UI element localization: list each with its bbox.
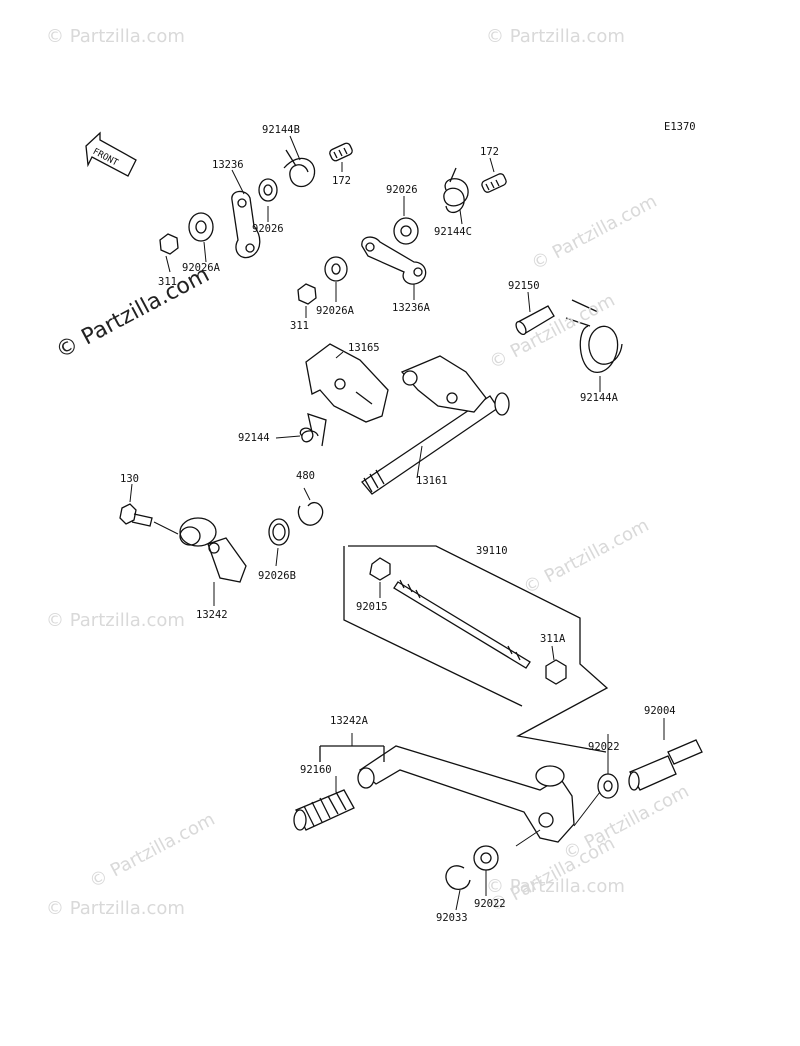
part-label: 130	[120, 473, 139, 485]
rubber-92160	[293, 789, 355, 831]
part-label: 480	[296, 470, 315, 482]
part-label: 13242A	[330, 715, 368, 727]
part-label: 92004	[644, 705, 676, 717]
part-label: 92026A	[316, 305, 354, 317]
spring-92144b	[283, 149, 316, 188]
part-label: 92026	[386, 184, 418, 196]
part-label: 13242	[196, 609, 228, 621]
part-label: 311A	[540, 633, 566, 645]
part-label: 13161	[416, 475, 448, 487]
spring-92144c	[443, 167, 469, 214]
watermark-text: © Partzilla.com	[486, 876, 625, 897]
shaft-13161	[361, 355, 510, 495]
front-arrow-icon	[85, 131, 137, 177]
washer-92022-b	[473, 845, 499, 871]
part-label: 92026B	[258, 570, 296, 582]
part-label: 92144A	[580, 392, 618, 404]
part-label: 92022	[588, 741, 620, 753]
washer-92022-a	[597, 773, 619, 799]
watermark-text: © Partzilla.com	[46, 898, 185, 919]
part-label: 311	[158, 276, 177, 288]
part-label: 13236	[212, 159, 244, 171]
part-label: 92026A	[182, 262, 220, 274]
lever-13236	[231, 190, 261, 259]
part-label: 92150	[508, 280, 540, 292]
bolt-130	[119, 503, 153, 527]
leader-lines	[129, 135, 665, 911]
pin-172-b	[481, 173, 507, 193]
part-label: 39110	[476, 545, 508, 557]
pedal-13242a	[319, 745, 575, 843]
arm-13242	[179, 517, 247, 583]
part-label: 92144C	[434, 226, 472, 238]
bolt-92150	[515, 305, 555, 336]
part-label: 92015	[356, 601, 388, 613]
part-label: 92160	[300, 764, 332, 776]
lever-13236a	[361, 236, 427, 285]
circlip-480	[297, 501, 324, 526]
part-label: 92144	[238, 432, 270, 444]
part-label: 92022	[474, 898, 506, 910]
washer-92026b	[268, 518, 290, 546]
part-label: 13165	[348, 342, 380, 354]
part-label: 92026	[252, 223, 284, 235]
nut-311-b	[297, 283, 317, 305]
part-label: 172	[332, 175, 351, 187]
tie-rod-39110	[343, 545, 609, 753]
washer-92026a-a	[188, 212, 214, 242]
part-label: 13236A	[392, 302, 430, 314]
part-label: 92033	[436, 912, 468, 924]
part-label: 172	[480, 146, 499, 158]
part-label: 92144B	[262, 124, 300, 136]
bolt-92004	[628, 739, 703, 791]
plate-13165	[305, 343, 389, 423]
washer-92026-b	[393, 217, 419, 245]
washer-92026-a	[258, 178, 278, 202]
eclip-92033	[445, 865, 471, 891]
nut-311-a	[159, 233, 179, 255]
watermark-text: © Partzilla.com	[46, 610, 185, 631]
pin-172-a	[329, 142, 353, 162]
part-label: 311	[290, 320, 309, 332]
washer-92026a-b	[324, 256, 348, 282]
watermark-text: © Partzilla.com	[486, 26, 625, 47]
watermark-text: © Partzilla.com	[46, 26, 185, 47]
spring-92144a	[565, 299, 623, 373]
spring-92144	[299, 413, 327, 447]
diagram-code: E1370	[664, 121, 696, 133]
